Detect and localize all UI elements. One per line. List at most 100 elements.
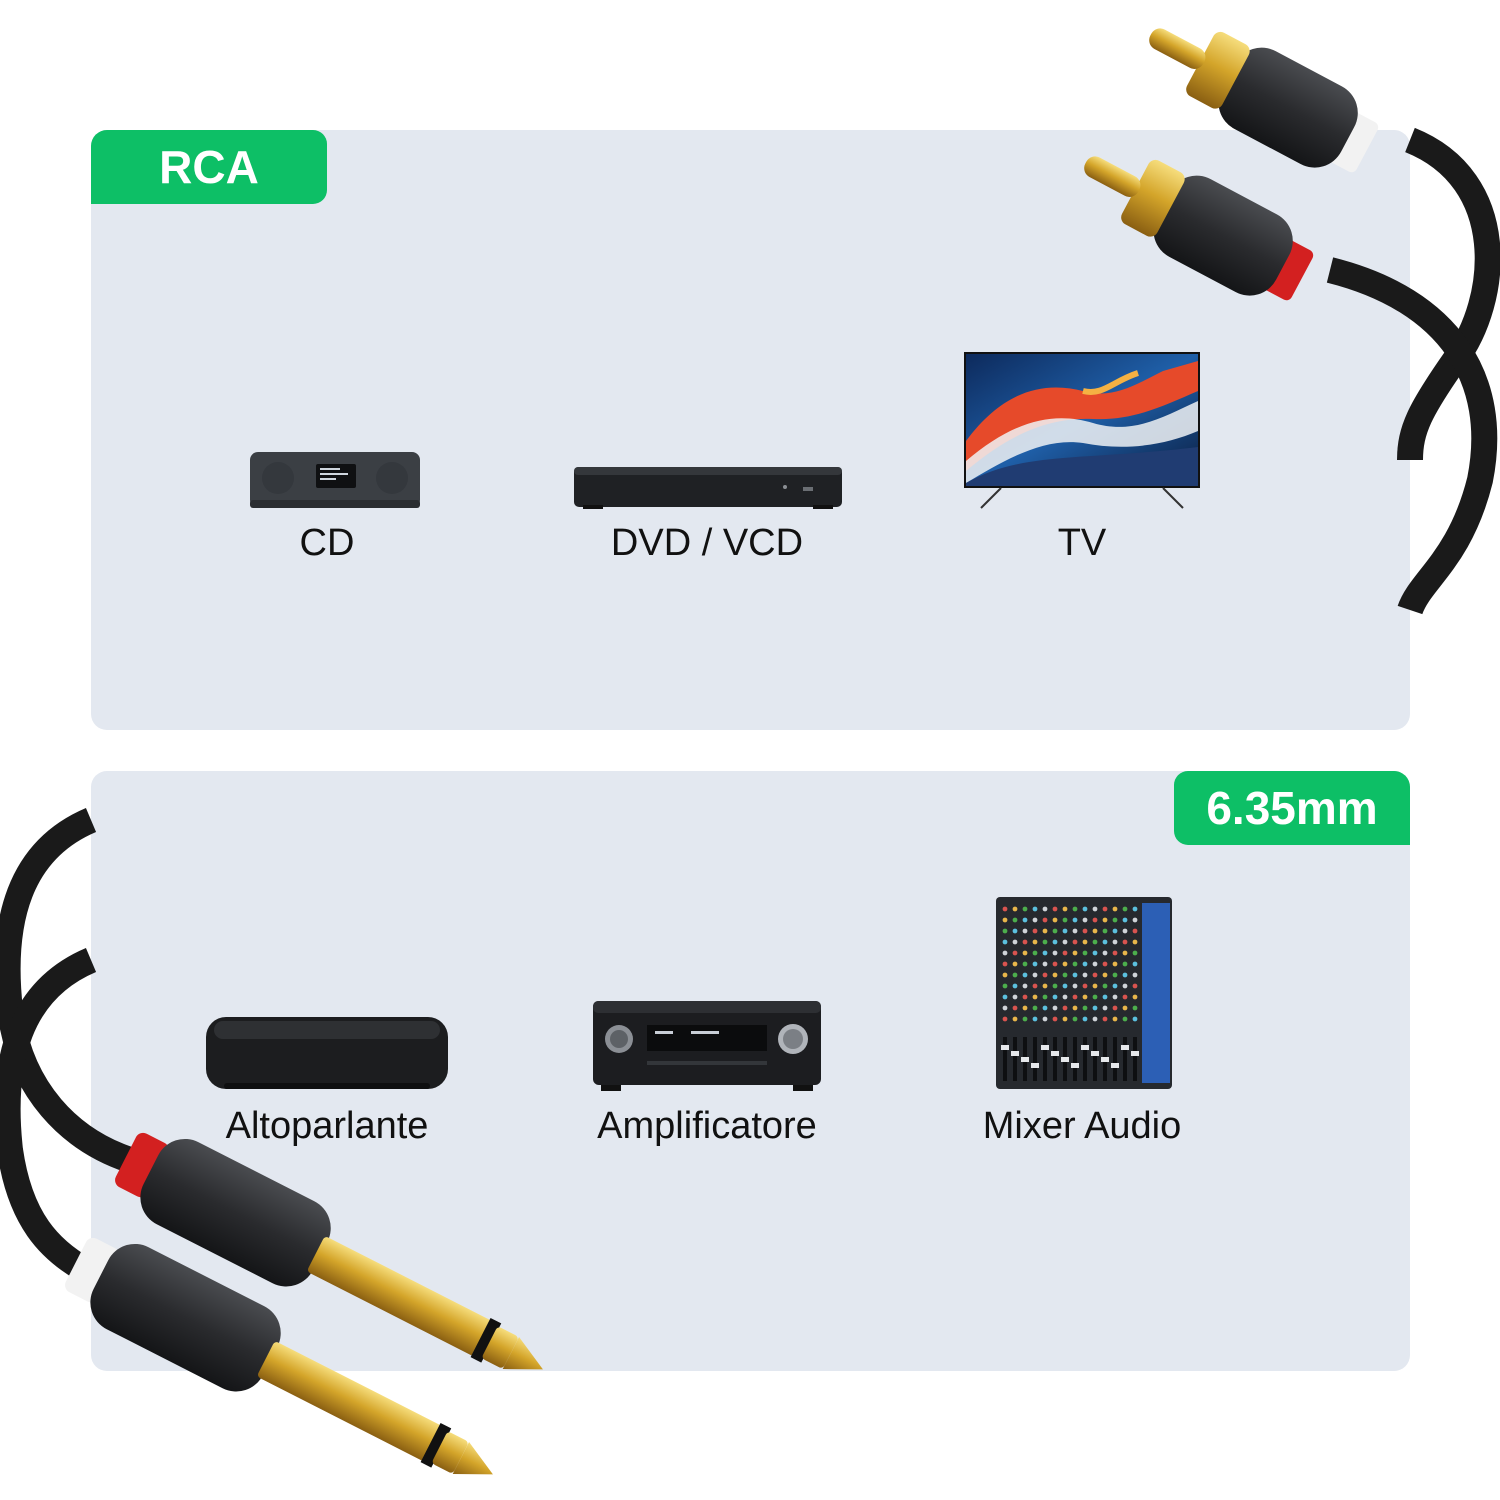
device-label-tv: TV xyxy=(1057,522,1107,564)
mixer-knob xyxy=(1112,1016,1118,1022)
mixer-fader xyxy=(1013,1037,1017,1081)
mixer-knob xyxy=(1002,939,1008,945)
mixer-fader-cap xyxy=(1011,1051,1019,1056)
mixer-fader xyxy=(1093,1037,1097,1081)
mixer-knob xyxy=(1112,1005,1118,1011)
mixer-knob xyxy=(1042,917,1048,923)
mixer-knob xyxy=(1092,939,1098,945)
mixer-knob xyxy=(1102,950,1108,956)
mixer-knob xyxy=(1092,1016,1098,1022)
mixer-knob xyxy=(1112,917,1118,923)
mixer-fader-cap xyxy=(1071,1063,1079,1068)
mixer-knob xyxy=(1102,1016,1108,1022)
mixer-knob xyxy=(1102,917,1108,923)
mixer-knob xyxy=(1052,972,1058,978)
mixer-knob xyxy=(1112,950,1118,956)
mixer-knob xyxy=(1122,994,1128,1000)
device-label-amplifier: Amplificatore xyxy=(597,1105,817,1147)
mixer-fader xyxy=(1073,1037,1077,1081)
mixer-knob xyxy=(1072,939,1078,945)
mixer-knob xyxy=(1072,906,1078,912)
mixer-knob xyxy=(1022,950,1028,956)
mixer-knob xyxy=(1002,928,1008,934)
mixer-knob xyxy=(1092,983,1098,989)
mixer-knob xyxy=(1022,928,1028,934)
mixer-fader-cap xyxy=(1081,1045,1089,1050)
mixer-knob xyxy=(1072,1016,1078,1022)
mixer-knob xyxy=(1132,972,1138,978)
mixer-knob xyxy=(1062,972,1068,978)
mixer-knob xyxy=(1052,906,1058,912)
mixer-knob xyxy=(1132,950,1138,956)
mixer-knob xyxy=(1022,906,1028,912)
mixer-knob xyxy=(1012,961,1018,967)
mixer-knob xyxy=(1082,1016,1088,1022)
mixer-fader xyxy=(1043,1037,1047,1081)
mixer-fader-cap xyxy=(1091,1051,1099,1056)
mixer-knob xyxy=(1062,906,1068,912)
mixer-knob xyxy=(1062,994,1068,1000)
mixer-knob xyxy=(1032,917,1038,923)
mixer-knob xyxy=(1112,983,1118,989)
mixer-knob xyxy=(1072,961,1078,967)
mixer-knob xyxy=(1092,906,1098,912)
mixer-knob xyxy=(1012,939,1018,945)
mixer-knob xyxy=(1062,939,1068,945)
mixer-knob xyxy=(1102,994,1108,1000)
mixer-fader xyxy=(1083,1037,1087,1081)
mixer-knob xyxy=(1012,972,1018,978)
mixer-knob xyxy=(1132,917,1138,923)
mixer-knob xyxy=(1042,983,1048,989)
mixer-fader-cap xyxy=(1041,1045,1049,1050)
mixer-fader xyxy=(1113,1037,1117,1081)
mixer-knob xyxy=(1022,917,1028,923)
mixer-knob xyxy=(1012,917,1018,923)
mixer-fader-cap xyxy=(1131,1051,1139,1056)
mixer-knob xyxy=(1052,939,1058,945)
mixer-knob xyxy=(1102,906,1108,912)
mixer-knob xyxy=(1122,983,1128,989)
mixer-knob xyxy=(1132,961,1138,967)
mixer-knob xyxy=(1002,972,1008,978)
mixer-knob xyxy=(1042,939,1048,945)
mixer-knob xyxy=(1052,1005,1058,1011)
mixer-knob xyxy=(1042,994,1048,1000)
mixer-knob xyxy=(1052,961,1058,967)
mixer-knob xyxy=(1122,917,1128,923)
mixer-knob xyxy=(1012,1016,1018,1022)
mixer-knob xyxy=(1052,917,1058,923)
jack-panel: 6.35mm Altoparlante Amplificatore Mixer … xyxy=(91,771,1410,1371)
mixer-knob xyxy=(1132,928,1138,934)
mixer-knob xyxy=(1122,1016,1128,1022)
mixer-knob xyxy=(1042,906,1048,912)
mixer-knob xyxy=(1072,972,1078,978)
mixer-knob xyxy=(1092,961,1098,967)
mixer-knob xyxy=(1002,994,1008,1000)
device-label-mixer: Mixer Audio xyxy=(982,1105,1182,1147)
speaker-icon xyxy=(206,1017,448,1089)
mixer-knob xyxy=(1082,906,1088,912)
rca-panel: RCA CD DVD / VCD xyxy=(91,130,1410,730)
mixer-knob xyxy=(1062,950,1068,956)
mixer-knob xyxy=(1012,994,1018,1000)
mixer-knob xyxy=(1132,983,1138,989)
mixer-fader-cap xyxy=(1061,1057,1069,1062)
mixer-knob xyxy=(1072,928,1078,934)
mixer-knob xyxy=(1002,961,1008,967)
mixer-knob xyxy=(1042,928,1048,934)
mixer-knob xyxy=(1132,939,1138,945)
mixer-knob xyxy=(1042,972,1048,978)
mixer-knob xyxy=(1022,972,1028,978)
mixer-fader-cap xyxy=(1111,1063,1119,1068)
mixer-knob xyxy=(1032,950,1038,956)
mixer-knob xyxy=(1082,1005,1088,1011)
amplifier-icon xyxy=(593,1001,821,1091)
dvd-player-icon xyxy=(574,467,842,509)
device-label-cd: CD xyxy=(299,522,355,564)
device-label-dvd: DVD / VCD xyxy=(610,522,804,564)
mixer-knob xyxy=(1132,1005,1138,1011)
mixer-knob xyxy=(1072,1005,1078,1011)
mixer-knob xyxy=(1082,939,1088,945)
mixer-knob xyxy=(1042,950,1048,956)
mixer-knob xyxy=(1112,994,1118,1000)
